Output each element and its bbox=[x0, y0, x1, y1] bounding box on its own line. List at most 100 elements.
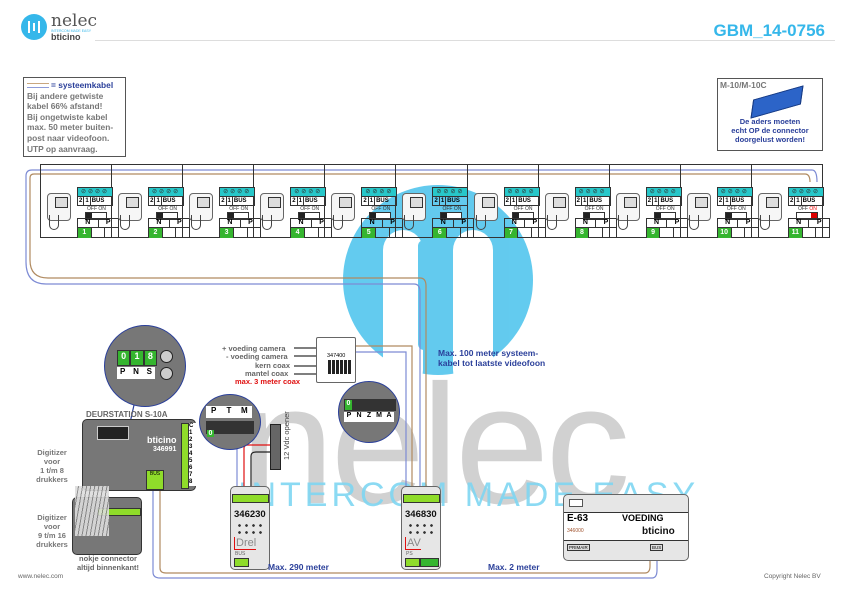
terminal-label: 2 bbox=[363, 197, 369, 205]
terminal-label: BUS bbox=[660, 198, 674, 204]
bottom-wire-blue bbox=[152, 490, 658, 579]
termination-switch[interactable] bbox=[724, 212, 747, 220]
handset-cord-icon bbox=[475, 215, 486, 230]
switch-on-label: ON bbox=[667, 206, 675, 212]
riser-brown bbox=[29, 259, 427, 490]
av-module: 346830 AV PS bbox=[401, 486, 441, 570]
terminal-label: 4 bbox=[189, 451, 193, 457]
terminal-label: 2 bbox=[434, 197, 440, 205]
terminal-label: 2 bbox=[718, 197, 725, 205]
terminal-label: BUS bbox=[162, 198, 176, 204]
cable-legend-icon bbox=[27, 83, 49, 89]
handset-cord-icon bbox=[120, 215, 131, 230]
termination-switch[interactable] bbox=[369, 212, 392, 220]
terminal-label: BUS bbox=[802, 198, 816, 204]
zoom-label: P bbox=[210, 406, 217, 415]
cable-note-line: Bij ongetwiste kabel bbox=[27, 111, 108, 122]
terminal-label: BUS bbox=[731, 198, 745, 204]
terminal-label: 1 bbox=[85, 197, 91, 205]
zoom-label: Z bbox=[366, 412, 372, 419]
av-model: 346830 bbox=[405, 509, 437, 520]
switch-labels: OFF ON bbox=[300, 206, 319, 212]
station-number: 6 bbox=[433, 228, 448, 238]
camera-terminals bbox=[328, 360, 352, 374]
switch-off-label: OFF bbox=[797, 206, 808, 212]
camera-model: 347400 bbox=[327, 353, 346, 359]
terminal-label: 7 bbox=[189, 472, 193, 478]
zoom-label: S bbox=[146, 367, 152, 376]
terminal-label: 1 bbox=[796, 197, 802, 205]
brand-tagline: INTERCOM MADE EASY bbox=[51, 29, 92, 33]
relay-distance: Max. 290 meter bbox=[268, 562, 329, 572]
terminal-label: BUS bbox=[91, 198, 105, 204]
switch-labels: OFF ON bbox=[229, 206, 248, 212]
termination-switch[interactable] bbox=[511, 212, 534, 220]
terminal-label: BUS bbox=[304, 198, 318, 204]
av-ps-label: PS bbox=[406, 551, 413, 557]
switch-on-label: ON bbox=[453, 206, 462, 212]
psu-bus-label: BUS bbox=[650, 544, 664, 551]
cable-note: = systeemkabel Bij andere getwiste kabel… bbox=[23, 77, 126, 158]
terminal-label: BUS bbox=[589, 198, 603, 204]
switch-on-label: ON bbox=[809, 206, 817, 212]
switch-on-label: ON bbox=[382, 206, 391, 212]
door-station-title: DEURSTATION S-10A bbox=[86, 410, 168, 419]
termination-switch[interactable] bbox=[298, 212, 321, 220]
termination-switch[interactable] bbox=[582, 212, 605, 220]
camera-wire-blue bbox=[352, 351, 407, 490]
psu-name: E-63 bbox=[567, 513, 589, 524]
terminal-label: 5 bbox=[189, 458, 193, 464]
n-header: N bbox=[789, 219, 810, 227]
termination-switch[interactable] bbox=[440, 212, 463, 220]
zoom-digit: 1 bbox=[131, 351, 143, 365]
partner-brand: bticino bbox=[51, 32, 81, 42]
termination-switch[interactable] bbox=[227, 212, 250, 220]
termination-switch[interactable] bbox=[795, 212, 818, 220]
switch-on-label: ON bbox=[596, 206, 604, 212]
switch-labels: OFF ON bbox=[727, 206, 746, 212]
termination-switch[interactable] bbox=[156, 212, 179, 220]
switch-off-label: OFF bbox=[655, 206, 666, 212]
zoom-digit: 0 bbox=[118, 351, 130, 365]
psu-distance: Max. 2 meter bbox=[488, 562, 540, 572]
door-station-model: 346991 bbox=[153, 446, 177, 453]
cable-note-line: max. 50 meter buiten- bbox=[27, 122, 114, 133]
termination-switch[interactable] bbox=[653, 212, 676, 220]
switch-on-label: ON bbox=[169, 206, 177, 212]
switch-off-label: OFF bbox=[442, 206, 453, 212]
n-header: N bbox=[433, 219, 454, 227]
terminal-label: C bbox=[189, 423, 194, 429]
switch-off-label: OFF bbox=[229, 206, 240, 212]
handset-cord-icon bbox=[546, 215, 557, 230]
termination-switch[interactable] bbox=[85, 212, 107, 220]
relay-model: 346230 bbox=[234, 509, 266, 520]
brand-name: nelec bbox=[51, 11, 98, 31]
station-number: 8 bbox=[575, 228, 590, 238]
camera-label-plus: + voeding camera bbox=[222, 344, 286, 353]
n-header: N bbox=[362, 219, 383, 227]
system-cable-distance: Max. 100 meter systeem-kabel tot laatste… bbox=[438, 348, 546, 368]
door-opener bbox=[270, 424, 281, 470]
psu-brand: bticino bbox=[642, 526, 675, 537]
camera-label-minus: - voeding camera bbox=[226, 352, 288, 361]
digitizer-module bbox=[72, 486, 142, 555]
av-name: AV bbox=[405, 537, 421, 550]
